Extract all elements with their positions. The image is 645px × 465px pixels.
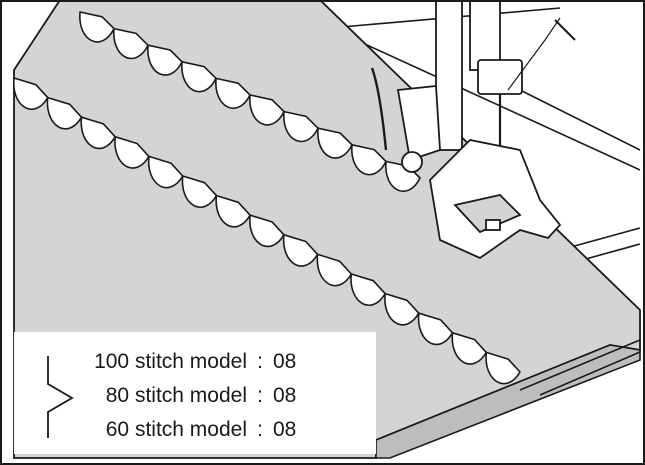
scallop-stitch: [485, 351, 521, 385]
separator: :: [257, 418, 263, 441]
stitch-setting-row: 100 stitch model : 08: [14, 350, 296, 380]
stitch-value: 08: [273, 384, 297, 407]
zigzag-stitch-icon: [47, 356, 74, 438]
stitch-value: 08: [273, 418, 297, 441]
stitch-setting-row: 80 stitch model : 08: [14, 384, 297, 414]
stitch-value: 08: [273, 350, 297, 373]
stitch-setting-row: 60 stitch model : 08: [14, 418, 297, 448]
scallop-stitch: [385, 160, 421, 193]
model-label: 100 stitch model: [94, 350, 247, 373]
scallop-row-lower: [13, 77, 521, 385]
stitch-settings-legend: 100 stitch model : 08 80 stitch model : …: [14, 332, 376, 454]
model-label: 60 stitch model: [105, 418, 247, 441]
separator: :: [257, 384, 263, 407]
fabric-fold: [375, 339, 641, 459]
presser-foot: [370, 0, 576, 260]
separator: :: [257, 350, 263, 373]
model-label: 80 stitch model: [105, 384, 247, 407]
scallop-row-upper: [79, 11, 421, 193]
